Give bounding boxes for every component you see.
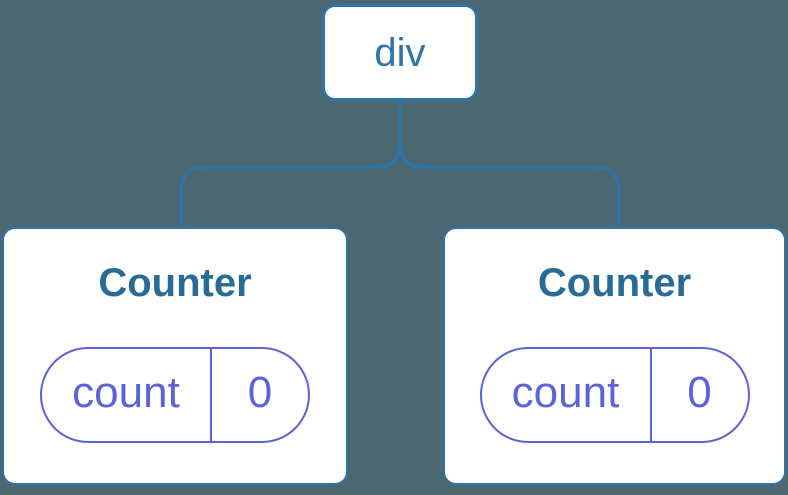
component-title: Counter — [537, 261, 692, 305]
state-value-cell: 0 — [649, 349, 748, 441]
root-node-label: div — [374, 30, 426, 75]
root-node: div — [322, 4, 478, 101]
state-value: 0 — [687, 368, 712, 417]
component-title: Counter — [98, 261, 252, 305]
state-pill: count 0 — [479, 347, 750, 443]
state-value: 0 — [247, 368, 273, 417]
state-name-cell: count — [482, 349, 650, 441]
state-pill: count 0 — [40, 347, 310, 443]
component-card-counter-left: Counter count 0 — [2, 227, 348, 485]
state-name-cell: count — [42, 349, 210, 441]
connector-branch-left — [179, 100, 402, 228]
state-value-cell: 0 — [210, 349, 308, 441]
connector-branch-right — [398, 100, 621, 228]
state-name: count — [72, 368, 180, 417]
state-name: count — [511, 368, 620, 417]
component-card-counter-right: Counter count 0 — [443, 227, 786, 485]
